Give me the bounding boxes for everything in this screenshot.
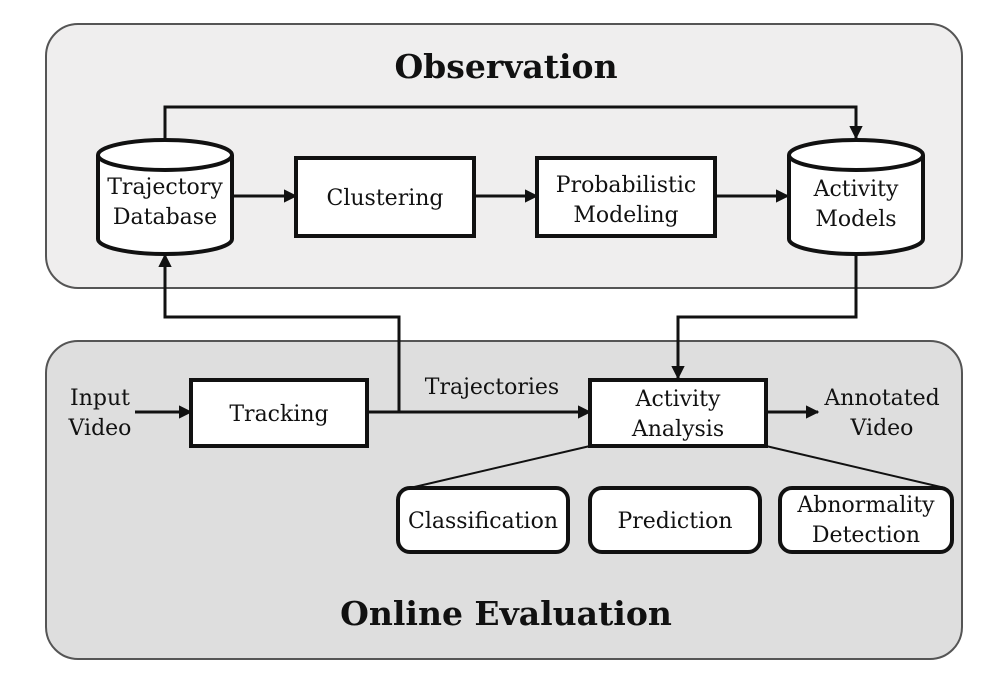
classification-label: Classification [408,509,558,534]
annotated-video-label-2: Video [850,416,914,441]
abnormality-detection-node: Abnormality Detection [778,486,954,554]
probabilistic-modeling-label-2: Modeling [573,203,678,228]
input-video-label-2: Video [68,416,132,441]
activity-models-node: Activity Models [787,138,925,256]
clustering-node: Clustering [294,156,476,238]
input-video-label-1: Input [70,386,130,411]
observation-title: Observation [394,47,617,86]
abnormality-detection-label-2: Detection [812,523,920,548]
arrow-database-to-models [163,105,863,144]
activity-analysis-label-1: Activity [635,387,721,412]
abnormality-detection-label-1: Abnormality [796,493,935,518]
link-analysis-to-classification [409,445,591,489]
activity-analysis-node: Activity Analysis [588,378,768,448]
activity-analysis-label-2: Analysis [631,417,724,442]
arrow-trajectories-to-database [158,253,401,412]
prediction-label: Prediction [617,509,732,534]
classification-node: Classification [396,486,570,554]
activity-models-label-1: Activity [813,177,899,202]
activity-models-label-2: Models [815,207,896,232]
tracking-node: Tracking [189,378,369,448]
trajectories-label: Trajectories [425,375,559,400]
trajectory-database-label-1: Trajectory [107,175,223,200]
trajectory-database-label-2: Database [113,205,217,230]
trajectory-database-node: Trajectory Database [96,138,234,256]
online-evaluation-title: Online Evaluation [340,594,672,633]
prediction-node: Prediction [588,486,762,554]
probabilistic-modeling-label-1: Probabilistic [556,173,696,198]
observation-panel [45,23,963,289]
link-analysis-to-detection [765,445,946,489]
tracking-label: Tracking [229,402,328,427]
arrow-models-to-analysis [671,255,858,380]
clustering-label: Clustering [327,186,444,211]
annotated-video-label-1: Annotated [823,386,939,411]
probabilistic-modeling-node: Probabilistic Modeling [535,156,717,238]
